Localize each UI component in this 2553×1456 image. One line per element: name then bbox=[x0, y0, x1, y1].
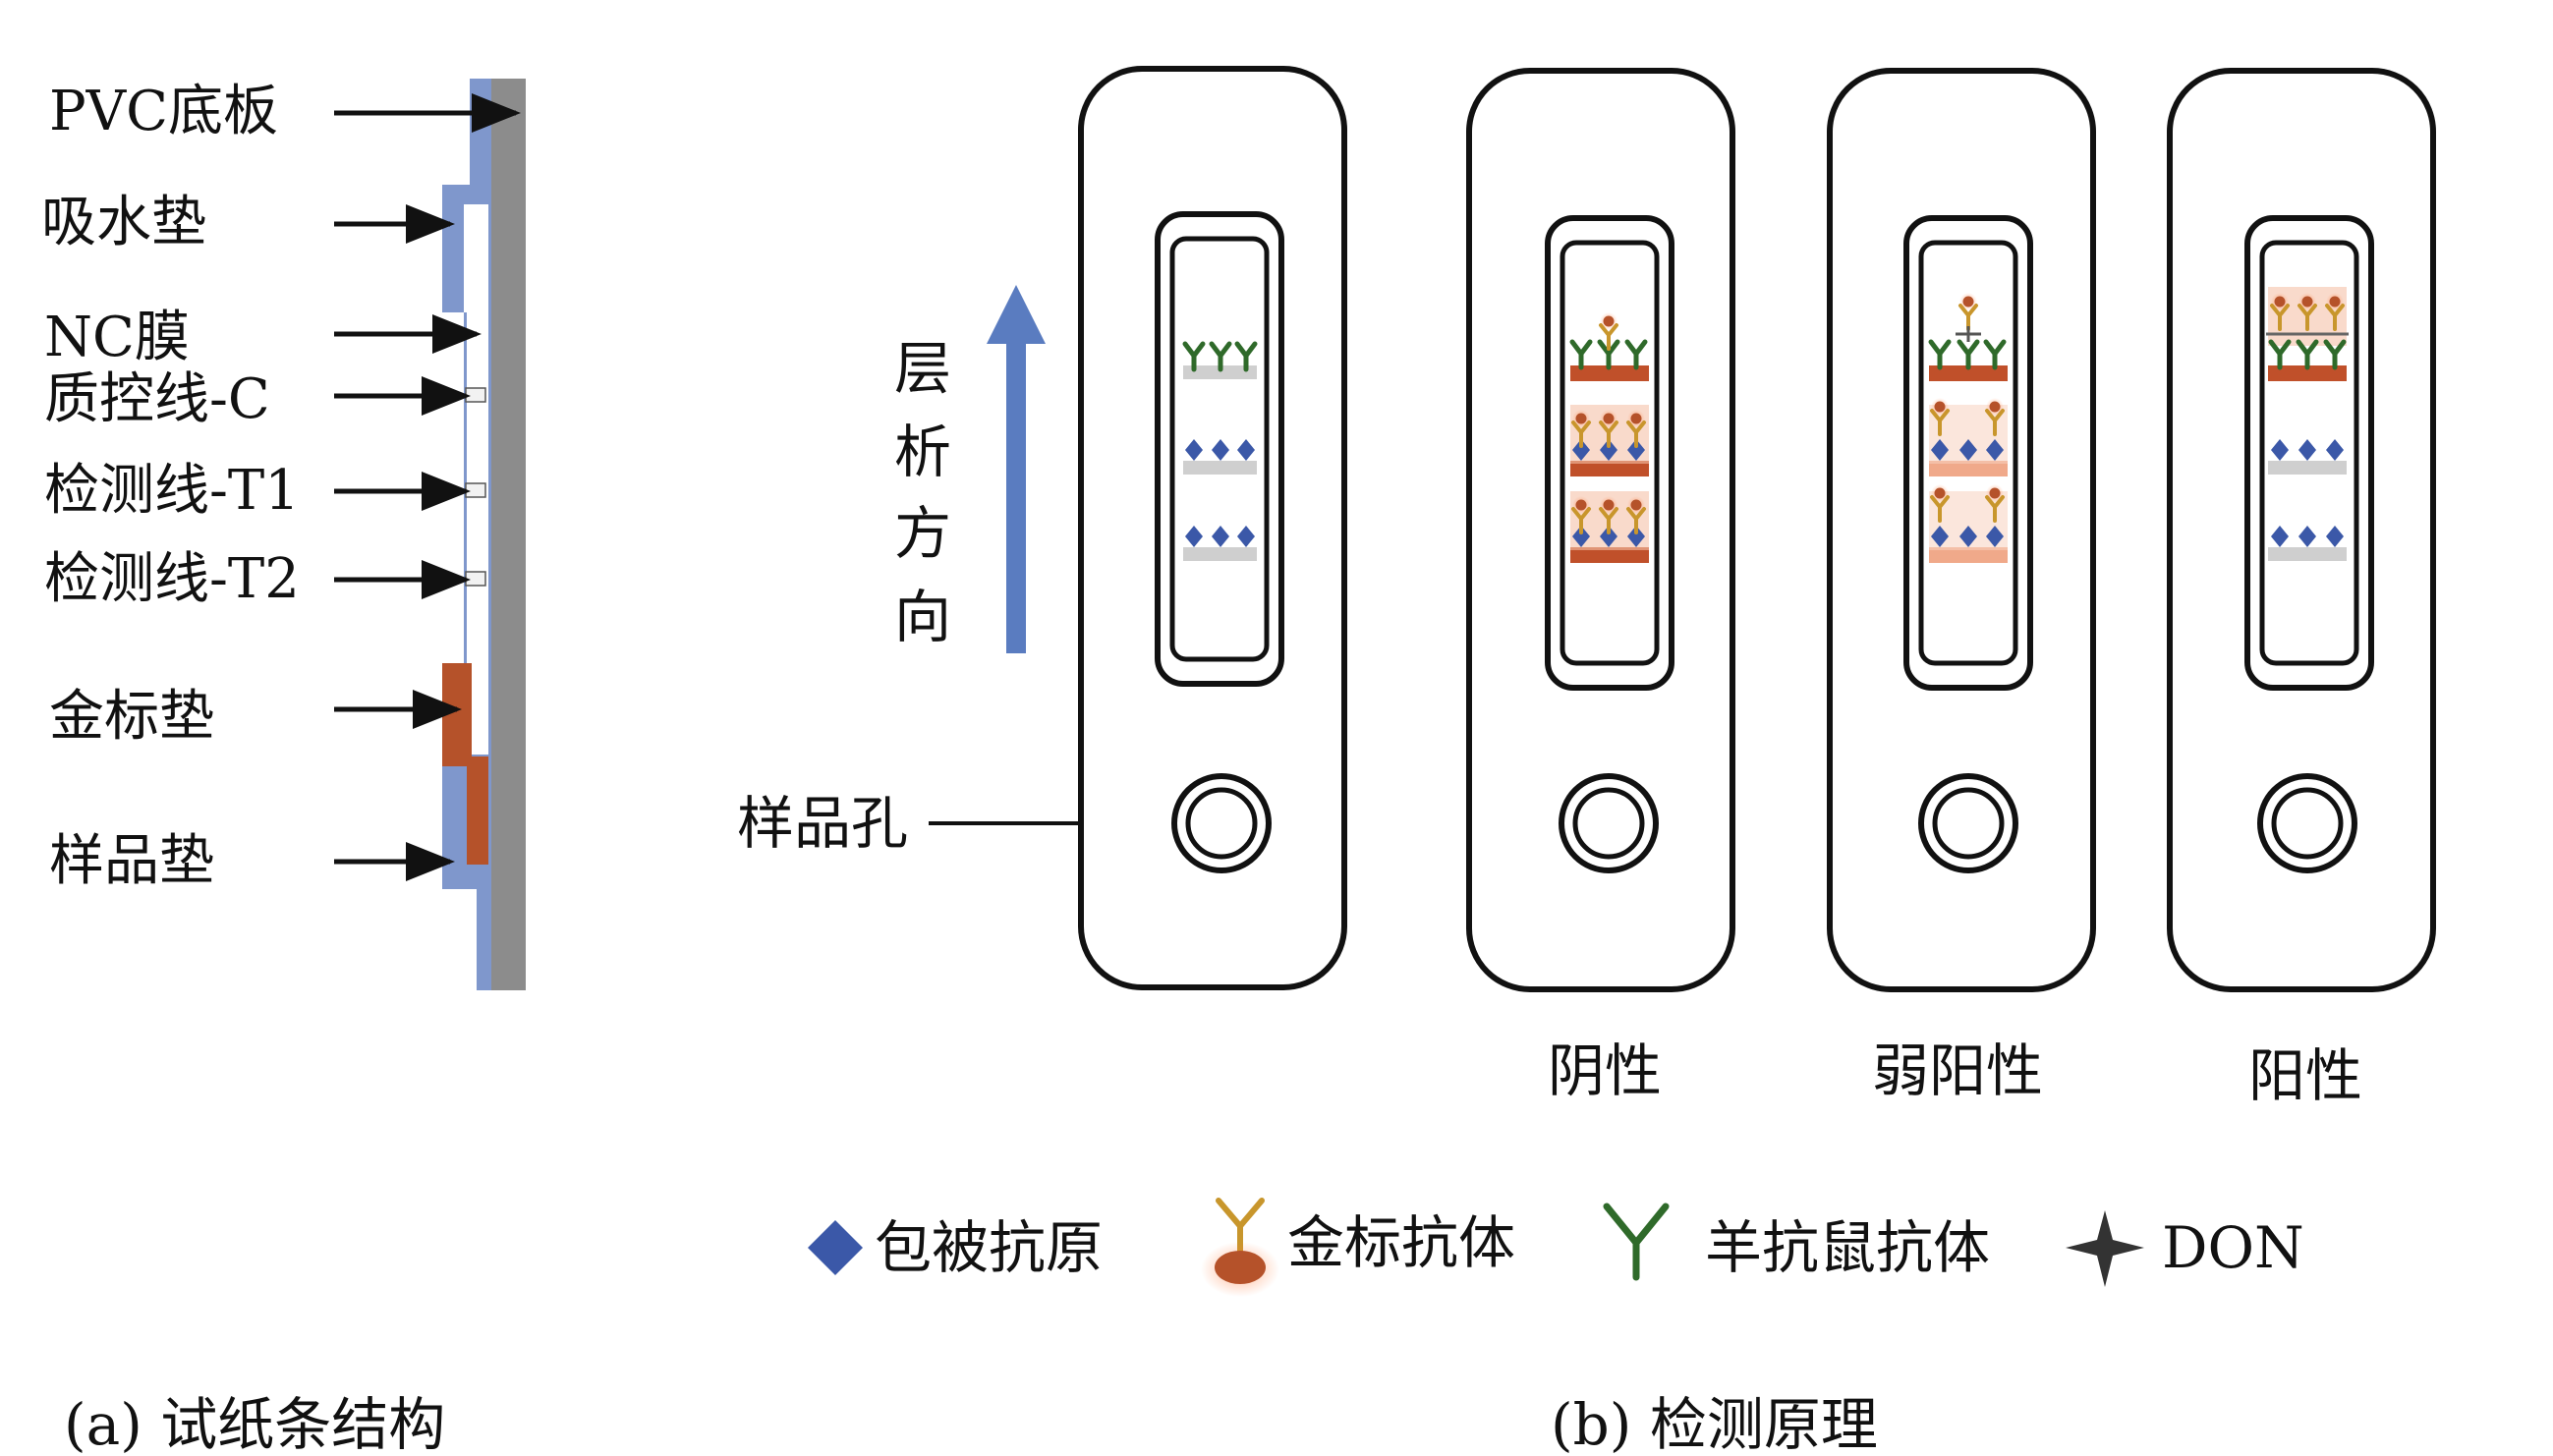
label-test2: 检测线-T2 bbox=[44, 547, 300, 611]
goat-anti-mouse-icon bbox=[1603, 1203, 1670, 1281]
result-positive: 阳性 bbox=[2248, 1042, 2362, 1109]
legend-goat-anti-mouse: 羊抗鼠抗体 bbox=[1705, 1214, 1990, 1281]
legend-don: DON bbox=[2162, 1214, 2304, 1281]
caption-a: (a) 试纸条结构 bbox=[64, 1391, 445, 1456]
cassette-negative bbox=[1466, 68, 1735, 992]
label-pvc: PVC底板 bbox=[49, 80, 278, 143]
flow-char-2: 析 bbox=[894, 419, 951, 485]
label-gold: 金标垫 bbox=[49, 685, 214, 749]
legend-coated-antigen: 包被抗原 bbox=[875, 1214, 1103, 1281]
don-icon bbox=[2066, 1210, 2144, 1287]
label-test1: 检测线-T1 bbox=[44, 459, 300, 523]
test-line-2-mark bbox=[465, 571, 486, 587]
label-sample: 样品垫 bbox=[49, 829, 214, 893]
label-nc: NC膜 bbox=[44, 306, 190, 369]
nc-membrane bbox=[467, 312, 488, 755]
cassette-positive bbox=[2167, 68, 2436, 992]
panel-a-strip-structure: PVC底板 吸水垫 NC膜 质控线-C 检测线-T1 检测线-T2 金标垫 样品… bbox=[41, 79, 526, 1456]
cassette-weak-positive bbox=[1827, 68, 2096, 992]
label-sample-hole: 样品孔 bbox=[737, 790, 908, 857]
result-negative: 阴性 bbox=[1548, 1037, 1662, 1104]
absorbent-pad bbox=[464, 204, 488, 312]
panel-b-detection-principle: 层 析 方 向 样品孔 bbox=[737, 66, 2436, 1456]
caption-b: (b) 检测原理 bbox=[1551, 1391, 1878, 1456]
control-line-mark bbox=[465, 387, 486, 403]
flow-char-4: 向 bbox=[894, 584, 951, 650]
coated-antigen-icon bbox=[808, 1220, 863, 1275]
legend-gold-antibody: 金标抗体 bbox=[1287, 1209, 1515, 1276]
flow-direction-arrow bbox=[987, 285, 1046, 653]
test-line-1-mark bbox=[465, 482, 486, 498]
result-weak-positive: 弱阳性 bbox=[1872, 1037, 2043, 1104]
flow-char-1: 层 bbox=[894, 335, 951, 402]
label-control: 质控线-C bbox=[44, 367, 270, 431]
flow-char-3: 方 bbox=[894, 500, 951, 567]
gold-antibody-icon bbox=[1201, 1198, 1279, 1297]
label-absorbent: 吸水垫 bbox=[41, 191, 206, 254]
cassette-structure bbox=[1078, 66, 1347, 990]
pvc-backing bbox=[491, 79, 526, 990]
legend: 包被抗原 金标抗体 羊抗鼠抗体 DON bbox=[808, 1198, 2304, 1297]
